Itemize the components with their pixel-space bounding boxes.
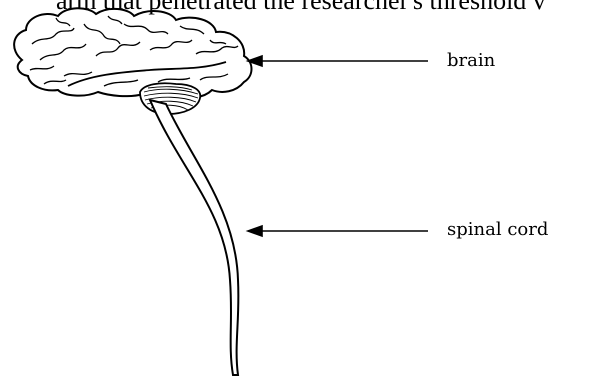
brain-label: brain xyxy=(447,50,495,71)
cropped-caption-text: arm that penetrated the researcher's thr… xyxy=(56,0,546,16)
spinal-arrow-head xyxy=(248,226,262,236)
brain-shape xyxy=(14,8,251,98)
spinal-cord-label: spinal cord xyxy=(447,219,548,240)
label-arrows xyxy=(248,56,428,236)
spinal-cord-shape xyxy=(150,100,238,375)
